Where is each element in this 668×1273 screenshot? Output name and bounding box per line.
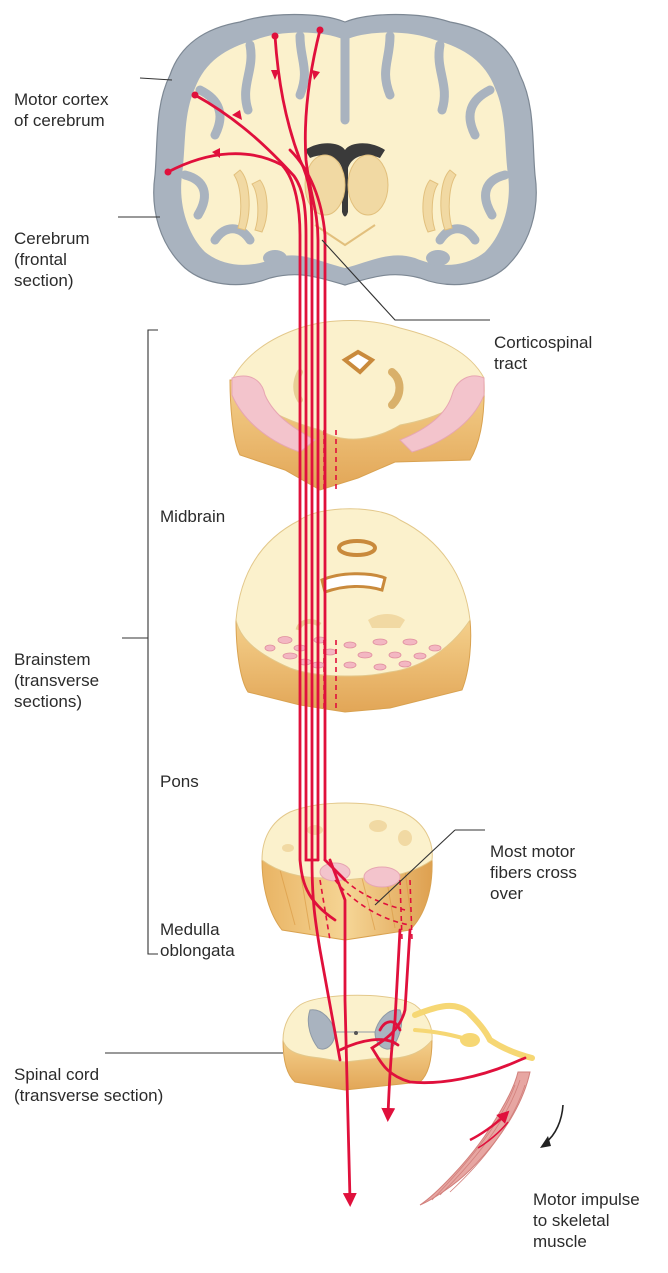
label-pons: Pons xyxy=(160,750,199,813)
spinal-cord-top xyxy=(283,995,432,1062)
label-midbrain: Midbrain xyxy=(160,485,225,548)
label-spinal-cord: Spinal cord(transverse section) xyxy=(14,1043,163,1127)
cerebrum-section xyxy=(154,15,537,286)
pons-section xyxy=(236,509,471,712)
midbrain-section xyxy=(230,321,484,491)
medulla-section xyxy=(262,803,432,940)
skeletal-muscle xyxy=(420,1072,530,1205)
spinal-cord-section xyxy=(283,995,532,1090)
